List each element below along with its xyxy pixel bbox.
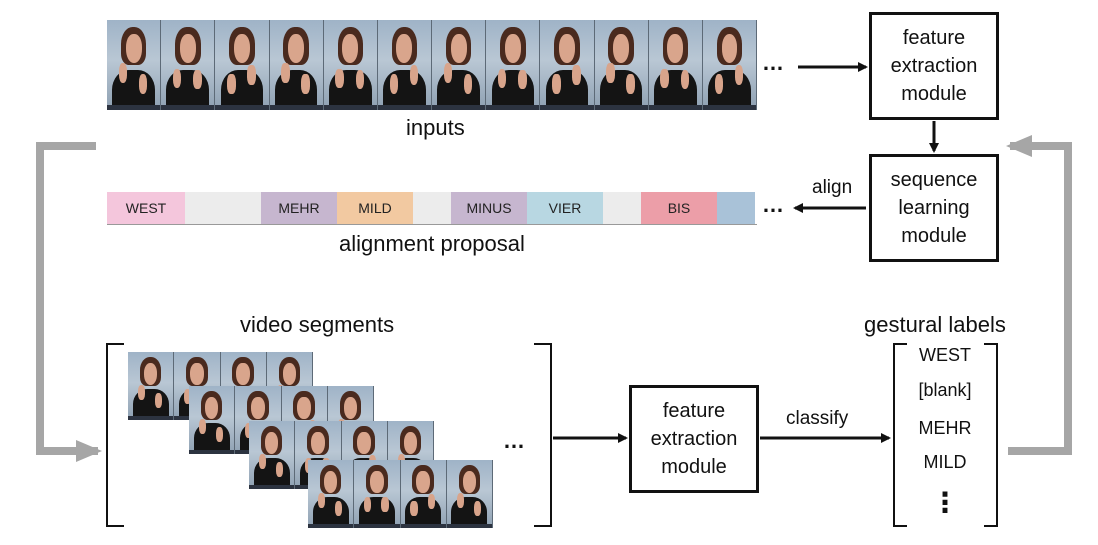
- video-frame-thumbnail: [594, 20, 649, 110]
- alignment-segment: MEHR: [261, 192, 337, 224]
- alignment-segment: [717, 192, 755, 224]
- alignment-proposal-label: alignment proposal: [339, 231, 525, 256]
- video-frame-thumbnail: [269, 20, 324, 110]
- video-frame-thumbnail: [161, 20, 216, 110]
- video-frame-thumbnail: [540, 20, 595, 110]
- gestural-label-item: WEST: [919, 345, 971, 365]
- alignment-segment: BIS: [641, 192, 717, 224]
- video-frame-thumbnail: [107, 20, 162, 110]
- feedback-arrow-right: [1006, 135, 1072, 455]
- alignment-segment: VIER: [527, 192, 603, 224]
- input-video-frames: [107, 20, 757, 110]
- video-segments-ellipsis: …: [503, 428, 528, 453]
- video-frame-thumbnail: [128, 352, 175, 420]
- classify-arrow-label: classify: [786, 408, 849, 429]
- alignment-ellipsis: …: [762, 192, 787, 217]
- feedback-arrow-left: [36, 142, 102, 462]
- gestural-label-item: [blank]: [918, 380, 972, 400]
- gestural-labels-left-bracket: [893, 343, 907, 527]
- top-feature-extraction-module: feature extraction module: [869, 12, 999, 120]
- video-frame-thumbnail: [249, 421, 296, 489]
- alignment-segment: MILD: [337, 192, 413, 224]
- gestural-labels-vertical-ellipsis: ⋮: [931, 487, 959, 518]
- gestural-label-item: MILD: [923, 452, 967, 472]
- gestural-label-item: MEHR: [918, 418, 972, 438]
- video-frame-thumbnail: [377, 20, 433, 110]
- sequence-learning-module: sequence learning module: [869, 154, 999, 262]
- alignment-segment: [603, 192, 641, 224]
- video-frame-thumbnail: [446, 460, 493, 528]
- video-segment-strip: [308, 460, 493, 528]
- video-frame-thumbnail: [702, 20, 757, 110]
- bottom-feature-extraction-module: feature extraction module: [629, 385, 759, 493]
- alignment-segment: MINUS: [451, 192, 527, 224]
- video-frame-thumbnail: [323, 20, 378, 110]
- video-frame-thumbnail: [189, 386, 236, 454]
- video-segments-left-bracket: [106, 343, 124, 527]
- video-frame-thumbnail: [486, 20, 541, 110]
- video-segments-right-bracket: [534, 343, 552, 527]
- inputs-label: inputs: [406, 115, 465, 140]
- video-frame-thumbnail: [648, 20, 703, 110]
- align-arrow-label: align: [812, 177, 853, 198]
- alignment-segment: [413, 192, 451, 224]
- alignment-segment: WEST: [107, 192, 185, 224]
- video-frame-thumbnail: [215, 20, 270, 110]
- video-frame-thumbnail: [354, 460, 401, 528]
- gestural-labels-right-bracket: [984, 343, 998, 527]
- gestural-labels-title: gestural labels: [864, 312, 1006, 337]
- inputs-ellipsis: …: [762, 50, 787, 75]
- video-segments-label: video segments: [240, 312, 395, 337]
- video-frame-thumbnail: [432, 20, 487, 110]
- video-frame-thumbnail: [308, 460, 355, 528]
- video-frame-thumbnail: [400, 460, 447, 528]
- alignment-segment: [185, 192, 261, 224]
